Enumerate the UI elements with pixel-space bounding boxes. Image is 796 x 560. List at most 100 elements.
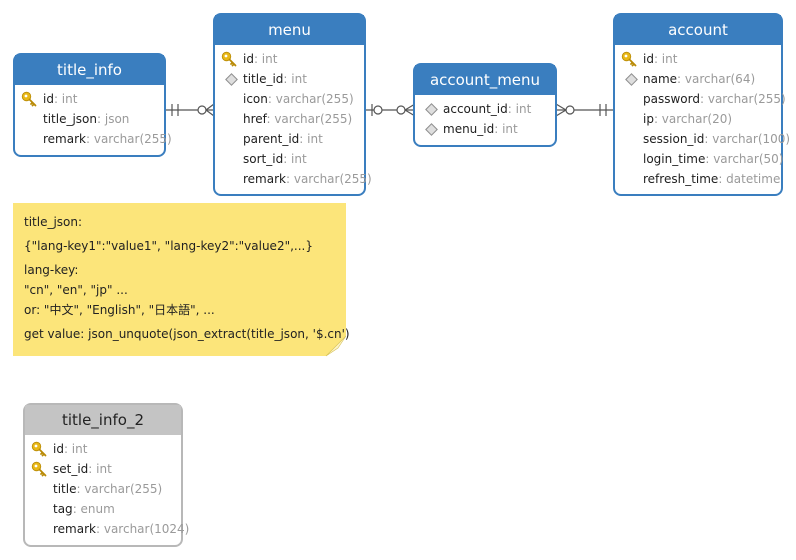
field-type: : varchar(20) — [653, 112, 733, 126]
field-name: password — [643, 92, 700, 106]
field-row[interactable]: remark: varchar(255) — [215, 169, 372, 189]
field-type: : int — [63, 442, 88, 456]
field-type: : varchar(64) — [677, 72, 756, 86]
entity-title-info-header: title_info — [15, 55, 164, 85]
primary-key-icon — [31, 441, 47, 457]
field-row[interactable]: refresh_time: datetime — [615, 169, 781, 189]
field-row[interactable]: id: int — [215, 49, 364, 69]
field-name: refresh_time — [643, 172, 719, 186]
field-name: account_id — [443, 102, 508, 116]
field-type: : varchar(255) — [267, 92, 354, 106]
field-type: : enum — [72, 502, 115, 516]
field-type: : json — [97, 112, 130, 126]
field-name: parent_id — [243, 132, 300, 146]
note-line: lang-key: — [24, 263, 79, 277]
field-row[interactable]: menu_id: int — [415, 119, 555, 139]
field-row[interactable]: login_time: varchar(50) — [615, 149, 784, 169]
note-line: or: "中文", "English", "日本語", ... — [24, 303, 215, 317]
field-name: sort_id — [243, 152, 284, 166]
entity-account-header: account — [615, 15, 781, 45]
field-name: title_json — [43, 112, 97, 126]
note-line: {"lang-key1":"value1", "lang-key2":"valu… — [24, 239, 313, 253]
foreign-key-icon — [225, 73, 238, 86]
field-name: name — [643, 72, 678, 86]
field-type: : varchar(255) — [266, 112, 353, 126]
field-name: session_id — [643, 132, 705, 146]
field-row[interactable]: remark: varchar(1024) — [25, 519, 189, 539]
field-row[interactable]: name: varchar(64) — [615, 69, 781, 89]
field-row[interactable]: ip: varchar(20) — [615, 109, 781, 129]
field-type: : varchar(255) — [285, 172, 372, 186]
field-name: title — [53, 482, 77, 496]
note-line: title_json: — [24, 215, 83, 229]
field-name: tag — [53, 502, 73, 516]
entity-menu-header: menu — [215, 15, 364, 45]
field-row[interactable]: parent_id: int — [215, 129, 364, 149]
field-row[interactable]: sort_id: int — [215, 149, 364, 169]
field-row[interactable]: title_json: json — [15, 109, 164, 129]
field-type: : int — [53, 92, 78, 106]
field-row[interactable]: icon: varchar(255) — [215, 89, 364, 109]
field-row[interactable]: title_id: int — [215, 69, 364, 89]
field-row[interactable]: remark: varchar(255) — [15, 129, 172, 149]
field-name: remark — [53, 522, 96, 536]
field-row[interactable]: account_id: int — [415, 99, 555, 119]
primary-key-icon — [31, 461, 47, 477]
field-type: : int — [653, 52, 678, 66]
foreign-key-icon — [625, 73, 638, 86]
field-type: : int — [88, 462, 112, 476]
field-name: menu_id — [443, 122, 495, 136]
entity-title-info-2-header: title_info_2 — [25, 405, 181, 435]
field-name: id — [643, 52, 654, 66]
field-type: : int — [494, 122, 518, 136]
field-type: : int — [507, 102, 532, 116]
primary-key-icon — [621, 51, 637, 67]
sticky-note[interactable]: title_json: {"lang-key1":"value1", "lang… — [13, 203, 350, 357]
primary-key-icon — [221, 51, 237, 67]
foreign-key-icon — [425, 103, 438, 116]
field-name: title_id — [243, 72, 284, 86]
field-row[interactable]: id: int — [25, 439, 181, 459]
field-row[interactable]: id: int — [615, 49, 781, 69]
field-name: remark — [43, 132, 86, 146]
field-type: : int — [299, 132, 323, 146]
field-name: set_id — [53, 462, 89, 476]
field-type: : int — [253, 52, 278, 66]
note-fold-corner — [325, 335, 347, 357]
field-name: id — [243, 52, 254, 66]
field-row[interactable]: href: varchar(255) — [215, 109, 364, 129]
field-row[interactable]: password: varchar(255) — [615, 89, 786, 109]
field-type: : int — [283, 152, 307, 166]
field-row[interactable]: session_id: varchar(100) — [615, 129, 790, 149]
field-type: : datetime — [718, 172, 781, 186]
field-name: remark — [243, 172, 286, 186]
field-name: id — [43, 92, 54, 106]
note-line: "cn", "en", "jp" ... — [24, 283, 128, 297]
field-name: login_time — [643, 152, 706, 166]
field-name: icon — [243, 92, 268, 106]
field-type: : varchar(255) — [85, 132, 172, 146]
field-name: ip — [643, 112, 654, 126]
field-type: : varchar(50) — [705, 152, 784, 166]
field-name: id — [53, 442, 64, 456]
note-line: get value: json_unquote(json_extract(tit… — [24, 327, 350, 341]
field-row[interactable]: set_id: int — [25, 459, 181, 479]
field-type: : int — [283, 72, 307, 86]
field-row[interactable]: id: int — [15, 89, 164, 109]
field-type: : varchar(100) — [704, 132, 791, 146]
field-name: href — [243, 112, 267, 126]
field-type: : varchar(1024) — [95, 522, 190, 536]
foreign-key-icon — [425, 123, 438, 136]
field-type: : varchar(255) — [699, 92, 786, 106]
field-row[interactable]: title: varchar(255) — [25, 479, 181, 499]
field-row[interactable]: tag: enum — [25, 499, 181, 519]
primary-key-icon — [21, 91, 37, 107]
field-type: : varchar(255) — [76, 482, 163, 496]
entity-account-menu-header: account_menu — [415, 65, 555, 95]
